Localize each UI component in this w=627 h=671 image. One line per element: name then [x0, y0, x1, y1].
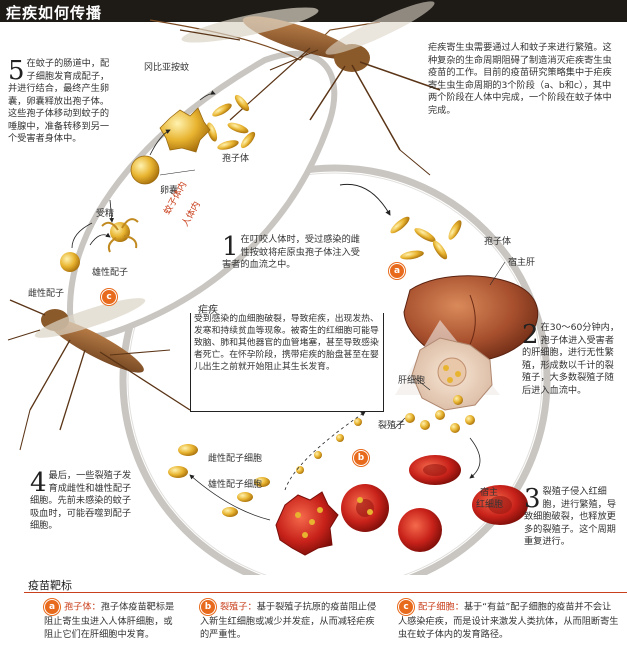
mosquito-species-label: 冈比亚按蚊	[144, 63, 190, 73]
step-5: 5 在蚊子的肠道中，配子细胞发育成配子，并进行结合，最终产生卵囊，卵囊释放出孢子…	[8, 58, 110, 146]
liver-cell	[395, 320, 500, 411]
vaccine-name-a: 孢子体：	[64, 601, 101, 613]
vaccine-name-b: 裂殖子：	[220, 601, 257, 613]
step-2-text: 在30～60分钟内，孢子体进入受害者的肝细胞，进行无性繁殖，形成数以千计的裂殖子…	[522, 322, 620, 396]
intro-text: 疟疾寄生虫需要通过人和蚊子来进行繁殖。这种复杂的生命周期阻碍了制造消灭疟疾寄生虫…	[428, 42, 612, 116]
malaria-heading: 疟疾	[198, 305, 218, 316]
oocyst	[130, 107, 211, 185]
lifecycle-illustration	[7, 1, 551, 575]
step-5-text: 在蚊子的肠道中，配子细胞发育成配子，并进行结合，最终产生卵囊，卵囊释放出孢子体。…	[8, 58, 110, 144]
vaccine-item-a: a 孢子体：孢子体疫苗靶标是阻止寄生虫进入人体肝细胞，或阻止它们在肝细胞中发育。	[44, 599, 179, 641]
label-female-gametocyte: 雌性配子细胞	[208, 454, 263, 464]
label-male-gamete: 雄性配子	[92, 268, 129, 278]
label-host-liver: 宿主肝	[508, 258, 536, 268]
mosquito-top	[149, 1, 441, 176]
merozoites	[405, 395, 475, 433]
gametocytes	[168, 444, 271, 521]
vaccine-heading: 疫苗靶标	[28, 579, 72, 592]
step-4-number: 4	[30, 468, 47, 498]
vaccine-name-c: 配子细胞：	[418, 601, 464, 613]
label-merozoite: 裂殖子	[378, 421, 406, 431]
badge-a: a	[389, 263, 405, 279]
step-3-number: 3	[524, 484, 541, 514]
step-5-number: 5	[8, 56, 25, 86]
step-1-text: 在叮咬人体时，受过感染的雌性按蚊将疟原虫孢子体注入受害者的血流之中。	[222, 234, 360, 270]
vaccine-text-a: 孢子体疫苗靶标是阻止寄生虫进入人体肝细胞，或阻止它们在肝细胞中发育。	[44, 601, 175, 641]
step-2: 2 在30～60分钟内，孢子体进入受害者的肝细胞，进行无性繁殖，形成数以千计的裂…	[522, 322, 622, 397]
step-1: 1 在叮咬人体时，受过感染的雌性按蚊将疟原虫孢子体注入受害者的血流之中。	[222, 234, 362, 272]
vaccine-item-c: c 配子细胞：基于“有益”配子细胞的疫苗并不会让人感染疟疾，而是设计来激发人类抗体…	[398, 599, 620, 641]
vaccine-badge-a: a	[44, 599, 60, 615]
label-fertilization: 受精	[96, 209, 115, 219]
vaccine-targets: 疫苗靶标 a 孢子体：孢子体疫苗靶标是阻止寄生虫进入人体肝细胞，或阻止它们在肝细胞…	[0, 575, 627, 671]
red-blood-cells	[275, 455, 528, 556]
label-female-gamete: 雌性配子	[28, 289, 65, 299]
vaccine-badge-b: b	[200, 599, 216, 615]
step-3-text: 裂殖子侵入红细胞，进行繁殖，导致细胞破裂，也释放更多的裂殖子。这个周期重复进行。	[524, 486, 617, 547]
vaccine-text-b: 基于裂殖子抗原的疫苗阻止侵入新生红细胞或减少并发症，从而减轻疟疾的严重性。	[200, 601, 377, 641]
vaccine-badge-c: c	[398, 599, 414, 615]
label-host-rbc-line2: 红细胞	[476, 500, 504, 510]
label-sporozoite-right: 孢子体	[484, 237, 512, 247]
label-host-rbc-line1: 宿主	[480, 488, 499, 498]
step-2-number: 2	[522, 320, 539, 350]
badge-c: c	[101, 289, 117, 305]
merozoite-loop	[284, 411, 366, 491]
vaccine-item-b: b 裂殖子：基于裂殖子抗原的疫苗阻止侵入新生红细胞或减少并发症，从而减轻疟疾的严重…	[200, 599, 380, 641]
label-oocyst: 卵囊	[160, 186, 179, 196]
step-1-number: 1	[222, 232, 239, 262]
mosquito-left	[7, 298, 191, 451]
page-title: 疟疾如何传播	[6, 4, 103, 22]
label-sporozoite-top: 孢子体	[222, 154, 250, 164]
step-3: 3 裂殖子侵入红细胞，进行繁殖，导致细胞破裂，也释放更多的裂殖子。这个周期重复进…	[524, 486, 624, 549]
label-male-gametocyte: 雄性配子细胞	[208, 480, 263, 490]
malaria-description: 受到感染的血细胞破裂，导致疟疾，出现发热、发寒和持续贫血等现象。被寄生的红细胞可…	[190, 313, 384, 412]
sporozoite-cluster-top	[206, 94, 256, 150]
sporozoite-cluster-right	[390, 216, 462, 260]
badge-b: b	[353, 450, 369, 466]
vaccine-divider	[24, 592, 627, 593]
vaccine-text-c: 基于“有益”配子细胞的疫苗并不会让人感染疟疾，而是设计来激发人类抗体，从而阻断寄…	[398, 601, 619, 641]
step-4: 4 最后，一些裂殖子发育成雌性和雄性配子细胞。先前未感染的蚊子吸血时，可能吞噬到…	[30, 470, 132, 533]
label-liver-cell: 肝细胞	[398, 376, 426, 386]
step-4-text: 最后，一些裂殖子发育成雌性和雄性配子细胞。先前未感染的蚊子吸血时，可能吞噬到配子…	[30, 470, 132, 531]
gametes	[60, 199, 139, 272]
